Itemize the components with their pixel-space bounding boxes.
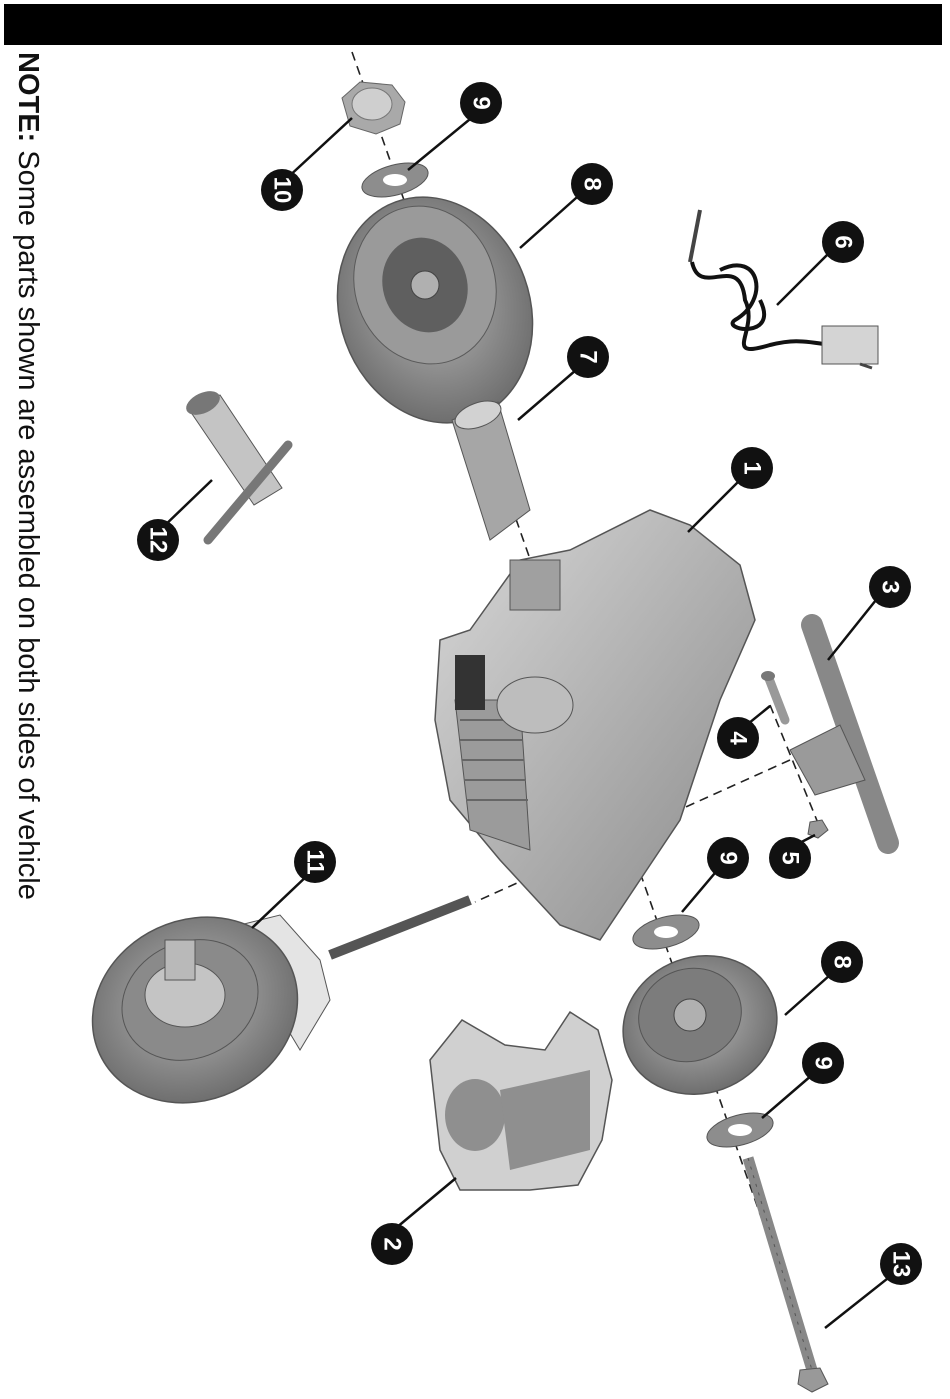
callout-number: 6 [830,235,857,248]
gearbox-hub-part [451,396,530,540]
callout-9: 9 [460,82,502,124]
callout-number: 3 [877,580,904,593]
callout-13: 13 [880,1243,922,1285]
callout-number: 11 [302,849,329,874]
small-nut-part [808,820,828,838]
callout-number: 8 [829,955,856,968]
callout-2: 2 [371,1223,413,1265]
callout-number: 9 [715,851,742,864]
callout-11: 11 [294,841,336,883]
callout-8: 8 [571,163,613,205]
callout-number: 4 [725,731,752,745]
callout-number: 2 [379,1237,406,1250]
nut-part [342,82,405,134]
callout-7: 7 [567,336,609,378]
callout-number: 7 [575,350,602,363]
callout-number: 9 [468,96,495,109]
callout-number: 8 [579,177,606,190]
washer-part [358,157,431,204]
rear-wheel-part [306,169,563,450]
vehicle-body-part [435,510,755,940]
callout-number: 10 [269,177,296,204]
handlebar-part [790,625,888,843]
axle-bolt-part [748,1158,828,1392]
callout-1: 1 [731,447,773,489]
callout-9: 9 [802,1042,844,1084]
callout-number: 5 [777,851,804,864]
callout-4: 4 [717,717,759,759]
wrench-tool-part [182,386,288,540]
callout-number: 9 [810,1056,837,1069]
callout-number: 1 [739,461,766,474]
callout-6: 6 [822,221,864,263]
callout-number: 13 [888,1251,915,1278]
callout-10: 10 [261,169,303,211]
rear-wheel-part [603,934,796,1115]
callout-9: 9 [707,837,749,879]
callout-number: 12 [145,527,172,554]
callout-5: 5 [769,837,811,879]
front-wheel-fork-part [62,884,470,1136]
callout-3: 3 [869,566,911,608]
callout-12: 12 [137,519,179,561]
callout-8: 8 [821,941,863,983]
front-fairing-part [430,1012,612,1190]
